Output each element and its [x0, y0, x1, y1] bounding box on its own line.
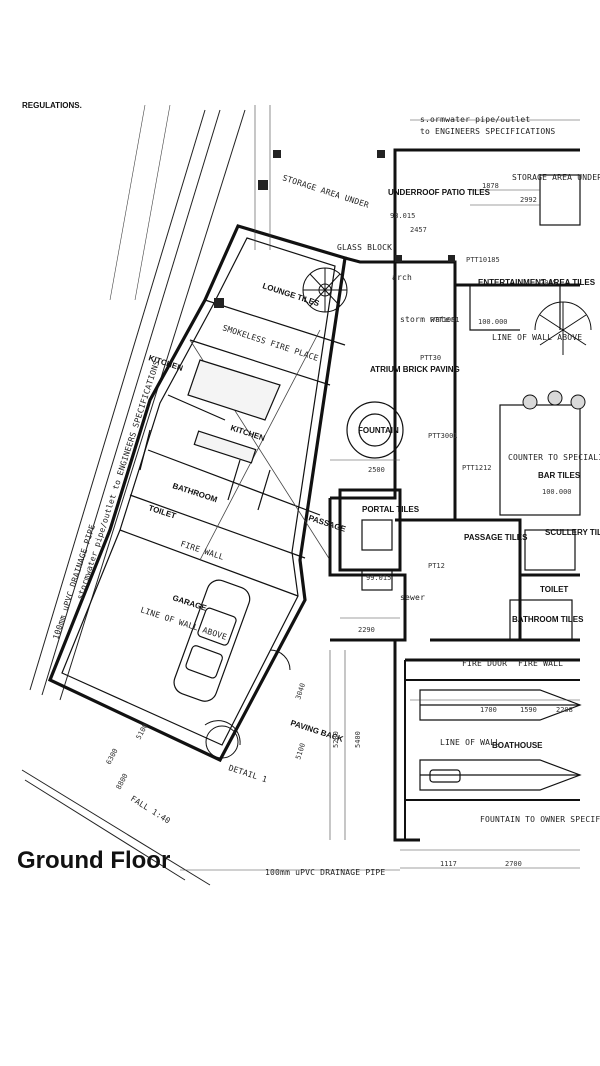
toilet2-label: TOILET — [540, 585, 568, 594]
entertainment-label: ENTERTAINMENT AREA TILES — [478, 278, 596, 287]
passage-tiles-label: PASSAGE TILES — [464, 533, 528, 542]
drawing-sheet — [22, 100, 588, 890]
dimension-value: 1117 — [440, 860, 457, 868]
car-outline — [173, 579, 251, 702]
boathouse-label: BOATHOUSE — [492, 741, 543, 750]
underroof-patio-label: UNDERROOF PATIO TILES — [388, 188, 491, 197]
door-swings — [204, 649, 291, 759]
dimension-value: 2700 — [505, 860, 522, 868]
entertainment-rotunda — [534, 301, 592, 355]
dimension-value: 2208 — [556, 706, 573, 714]
dimension-value: 5200 — [332, 731, 340, 748]
level-tag: PTT1031 — [430, 316, 460, 324]
line-of-wall3-note: LINE OF WALL — [440, 738, 500, 747]
level-tag: PTT10185 — [466, 256, 500, 264]
fountain-spec-note: FOUNTAIN TO OWNER SPECIFIC — [480, 815, 600, 824]
counter-note: COUNTER TO SPECIALIST'S DETAIL — [508, 453, 600, 462]
level-tag: PTT30 — [420, 354, 441, 362]
regulations-label: REGULATIONS. — [22, 101, 82, 110]
east-wing-inner — [469, 174, 581, 641]
west-wing-walls — [47, 224, 347, 763]
boathouse-walls — [404, 660, 580, 840]
dimension-value: 2500 — [368, 466, 385, 474]
spiral-stair — [302, 267, 348, 313]
bar-label: BAR TILES — [538, 471, 581, 480]
level-tag: 99.015 — [366, 574, 391, 582]
fountain-label: FOUNTAIN — [358, 426, 399, 435]
storage-right-label: STORAGE AREA UNDER — [512, 173, 600, 182]
level-tag: 100.000 — [478, 318, 508, 326]
dimension-value: 2457 — [410, 226, 427, 234]
kitchen-counters — [187, 359, 281, 464]
engineers-note: to ENGINEERS SPECIFICATIONS — [420, 127, 555, 136]
dimension-value: 1700 — [480, 706, 497, 714]
arch-note: arch — [392, 273, 412, 282]
portal-label: PORTAL TILES — [362, 505, 420, 514]
level-tag: PTT3001 — [428, 432, 458, 440]
dimension-value: 1878 — [482, 182, 499, 190]
glass-block-note: GLASS BLOCK — [337, 243, 392, 252]
level-tag: PTT1212 — [462, 464, 492, 472]
level-tag: 98.015 — [390, 212, 415, 220]
boat-outlines — [419, 689, 582, 791]
stormwater-note: s.ormwater pipe/outlet — [420, 115, 530, 124]
dimension-value: 2992 — [520, 196, 537, 204]
dimension-value: 1590 — [520, 706, 537, 714]
dimension-value: 2290 — [358, 626, 375, 634]
central-inner — [346, 401, 404, 591]
line-of-wall2-note: LINE OF WALL ABOVE — [492, 333, 582, 342]
bathroom2-label: BATHROOM TILES — [512, 615, 584, 624]
atrium-label: ATRIUM BRICK PAVING — [370, 365, 460, 374]
storm-water-note: storm water — [400, 315, 455, 324]
level-tag: 100.000 — [542, 488, 572, 496]
level-tag: PT12 — [428, 562, 445, 570]
drainage-bottom-note: 100mm uPVC DRAINAGE PIPE — [265, 868, 385, 877]
dimension-value: 5400 — [354, 731, 362, 748]
scullery-label: SCULLERY TILES — [545, 528, 600, 537]
floor-caption: Ground Floor — [17, 847, 171, 874]
east-wing-walls — [393, 148, 580, 842]
bar-stools — [522, 390, 586, 410]
fire-door-note: FIRE DOOR — [462, 659, 507, 668]
fire-wall-note: FIRE WALL — [518, 659, 563, 668]
dimension-value: 2015 — [540, 279, 557, 287]
dimension-lines — [109, 104, 580, 871]
columns — [214, 150, 455, 308]
sewer-note: sewer — [400, 593, 425, 602]
west-wing-inner-walls — [61, 237, 346, 746]
